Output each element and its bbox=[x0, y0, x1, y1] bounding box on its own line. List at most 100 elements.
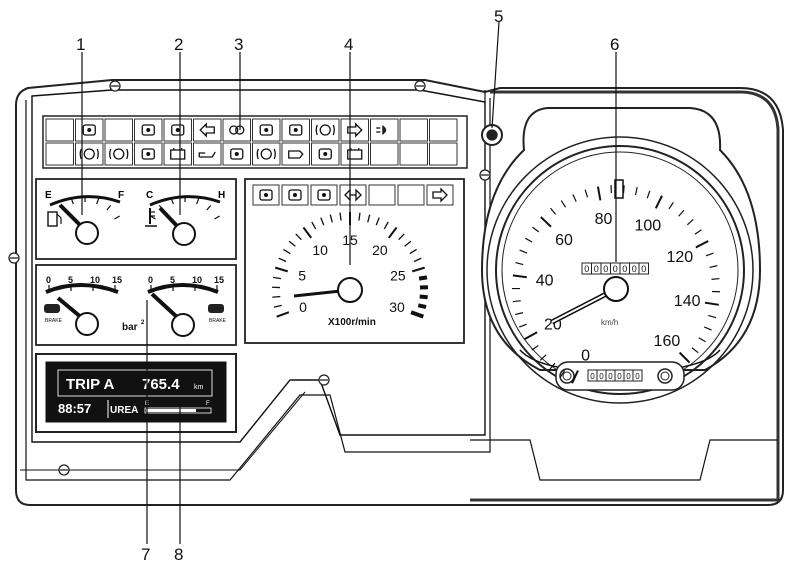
callout-numbers: 1 2 3 4 5 6 7 8 bbox=[76, 7, 619, 564]
dial-tick bbox=[114, 215, 120, 220]
turn-right-icon bbox=[432, 187, 448, 203]
warning-light-cell bbox=[429, 142, 458, 166]
fuel-empty-label: E bbox=[45, 190, 52, 201]
brake-circuit-1-icon: BRAKE bbox=[44, 304, 63, 324]
speedo-tick bbox=[519, 323, 527, 328]
speedo-tick bbox=[698, 337, 706, 343]
tacho-tick bbox=[278, 257, 287, 263]
tacho-tick bbox=[320, 217, 325, 226]
speedo-tick-label: 40 bbox=[536, 273, 554, 290]
warning-light-cell bbox=[104, 118, 133, 142]
pressure-tick-label: 5 bbox=[68, 275, 73, 285]
tire-pressure-icon bbox=[289, 124, 303, 136]
dial-tick bbox=[170, 198, 174, 205]
svg-text:BRAKE: BRAKE bbox=[45, 318, 63, 324]
tacho-indicator-row bbox=[252, 184, 454, 206]
speedo-tick-label: 80 bbox=[595, 211, 613, 228]
speedo-tick bbox=[572, 194, 577, 202]
tacho-tick bbox=[375, 217, 380, 226]
warning-light-cell bbox=[193, 142, 222, 166]
warning-light-cell bbox=[45, 142, 74, 166]
tacho-tick bbox=[311, 221, 317, 230]
warning-light-cell bbox=[399, 142, 428, 166]
tacho-tick-label: 20 bbox=[372, 242, 388, 258]
trip-label: TRIP A bbox=[66, 376, 115, 393]
warning-light-cell bbox=[134, 118, 163, 142]
trip-value: 765.4 bbox=[142, 376, 180, 393]
tacho-indicator-cell bbox=[426, 184, 454, 206]
speedo-tick bbox=[532, 226, 540, 233]
tacho-tick-label: 30 bbox=[389, 299, 405, 315]
speedo-tick bbox=[524, 331, 538, 340]
speedo-tick bbox=[678, 351, 691, 364]
callout-5: 5 bbox=[494, 7, 503, 26]
warning-light-cell bbox=[311, 118, 340, 142]
speedo-tick bbox=[524, 237, 533, 243]
speedo-tick bbox=[596, 186, 602, 201]
speedo-tick bbox=[654, 195, 663, 209]
speedo-tick-label: 100 bbox=[634, 217, 661, 234]
counter-digit: 0 bbox=[603, 264, 608, 274]
dial-tick bbox=[96, 198, 100, 205]
coolant-temp-icon bbox=[145, 208, 157, 227]
dial-tick bbox=[70, 198, 74, 205]
pressure-tick-label: 15 bbox=[214, 275, 224, 285]
callout-4: 4 bbox=[344, 35, 353, 54]
tacho-tick bbox=[367, 214, 371, 223]
speedo-tick bbox=[708, 314, 717, 319]
tacho-tick bbox=[419, 294, 428, 300]
fuel-pump-icon bbox=[317, 189, 331, 201]
warning-light-cell bbox=[340, 142, 369, 166]
fuel-gauge: E F bbox=[45, 190, 124, 245]
trip-unit: km bbox=[194, 384, 204, 391]
engine-check-icon bbox=[288, 150, 304, 159]
tacho-tick bbox=[302, 226, 312, 239]
speedo-tick bbox=[703, 326, 712, 331]
dial-tick bbox=[206, 204, 212, 211]
speedo-tick bbox=[711, 277, 720, 280]
counter-digit: 0 bbox=[635, 372, 640, 381]
tacho-indicator-cell bbox=[368, 184, 396, 206]
tacho-tick bbox=[404, 240, 412, 247]
svg-text:BRAKE: BRAKE bbox=[209, 318, 227, 324]
speedo-tick bbox=[515, 261, 524, 266]
tacho-tick bbox=[418, 275, 428, 281]
screw-icon bbox=[479, 169, 491, 181]
tacho-indicator-cell bbox=[252, 184, 280, 206]
tacho-tick bbox=[417, 303, 427, 310]
warning-light-cell bbox=[193, 118, 222, 142]
speedo-tick bbox=[540, 216, 552, 228]
tacho-tick bbox=[411, 266, 426, 273]
tacho-tick bbox=[272, 276, 282, 280]
speedo-tick bbox=[695, 240, 709, 249]
seat-belt-icon bbox=[82, 124, 96, 136]
speedo-tick bbox=[519, 249, 528, 254]
speedo-tick bbox=[512, 300, 521, 303]
speedo-tick bbox=[678, 209, 685, 217]
pressure-tick-label: 0 bbox=[46, 275, 51, 285]
warning-light-cell bbox=[75, 118, 104, 142]
pressure-unit: bar bbox=[122, 322, 138, 333]
tacho-tick bbox=[388, 226, 398, 239]
speedo-tick bbox=[668, 201, 674, 210]
temp-hot-label: H bbox=[218, 190, 225, 201]
power-take-off-icon bbox=[318, 148, 332, 160]
warning-light-cell bbox=[370, 142, 399, 166]
brake-pad-icon bbox=[256, 148, 276, 160]
speedo-hub bbox=[603, 276, 629, 302]
driver-warning-icon bbox=[141, 124, 155, 136]
speedo-reset-icon bbox=[614, 179, 624, 199]
tacho-tick bbox=[358, 212, 361, 221]
speedo-tick bbox=[646, 190, 651, 199]
speedo-tick-label: 0 bbox=[581, 347, 590, 364]
coolant-icon bbox=[259, 124, 273, 136]
turn-left-icon bbox=[199, 122, 215, 138]
tacho-tick-label: 10 bbox=[312, 242, 328, 258]
speedometer-unit: km/h bbox=[601, 318, 618, 327]
counter-digit-box bbox=[638, 262, 649, 275]
counter-digit: 0 bbox=[590, 372, 595, 381]
